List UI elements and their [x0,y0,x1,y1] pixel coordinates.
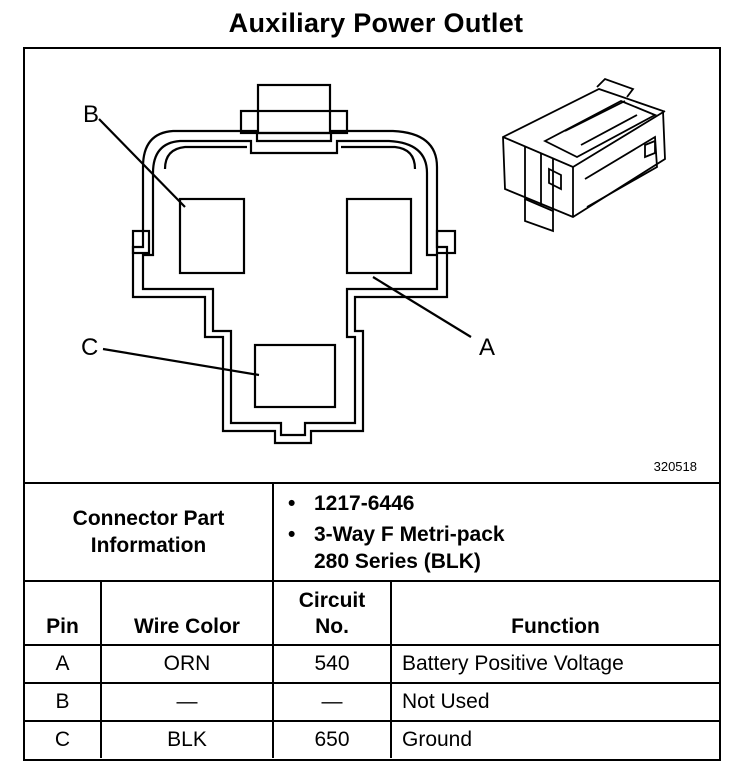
pin-label-b: B [83,101,100,128]
pin-label-c: C [81,334,99,361]
cell-circuit: 540 [272,644,392,684]
header-wire-color: Wire Color [100,580,274,646]
header-pin: Pin [25,580,102,646]
table-header-row: Pin Wire Color Circuit No. Function [25,580,719,646]
cell-function: Not Used [390,682,719,722]
cell-function: Ground [390,720,719,758]
pin-label-a: A [479,334,496,361]
cell-function: Battery Positive Voltage [390,644,719,684]
cell-wire-color: — [100,682,274,722]
table-row: B — — Not Used [25,682,719,722]
cell-wire-color: ORN [100,644,274,684]
cell-pin: C [25,720,102,758]
connector-top-tab [256,83,332,135]
page-title: Auxiliary Power Outlet [228,8,524,38]
connector-info-details: • 1217-6446 • 3-Way F Metri-pack 280 Ser… [272,482,719,582]
header-circuit: Circuit No. [272,580,392,646]
connector-body-outline [131,129,449,445]
cell-circuit: 650 [272,720,392,758]
connector-description: 3-Way F Metri-pack [314,522,505,546]
table-row: A ORN 540 Battery Positive Voltage [25,644,719,684]
list-item: • 1217-6446 [288,491,415,515]
cell-circuit: — [272,682,392,722]
connector-face-drawing [98,77,666,445]
cavity-a [345,197,413,275]
part-number: 1217-6446 [314,491,415,515]
connector-3d-view [502,77,666,233]
cavity-c [253,343,337,409]
cell-pin: A [25,644,102,684]
connector-info-label: Connector Part Information [25,482,274,582]
figure-number: 320518 [653,459,697,474]
connector-table: Connector Part Information • 1217-6446 •… [25,482,719,758]
header-function: Function [390,580,719,646]
connector-inner-outline [141,139,439,437]
connector-info-row: Connector Part Information • 1217-6446 •… [25,482,719,582]
cavity-b [178,197,246,275]
cell-pin: B [25,682,102,722]
diagram-frame: B A C 320518 Connector Part Information … [23,47,721,761]
list-item: • 3-Way F Metri-pack [288,522,505,546]
table-row: C BLK 650 Ground [25,720,719,758]
cell-wire-color: BLK [100,720,274,758]
